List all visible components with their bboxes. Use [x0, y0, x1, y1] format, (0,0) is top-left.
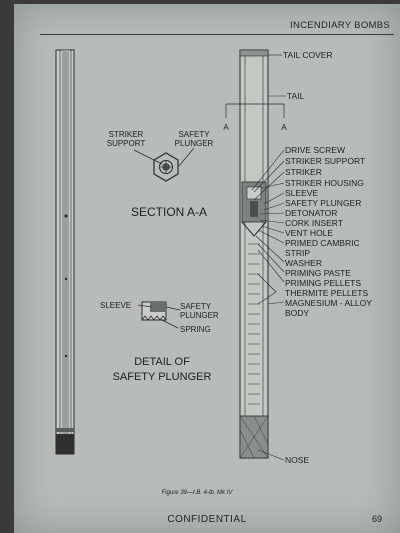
- section-a-a-title: SECTION A-A: [131, 205, 207, 219]
- callout-striker: STRIKER: [285, 167, 322, 177]
- detail-spring-label: SPRING: [180, 325, 211, 334]
- callout-tail-cover: TAIL COVER: [283, 50, 333, 60]
- callout-drive-screw: DRIVE SCREW: [285, 145, 345, 155]
- detail-title-line2: SAFETY PLUNGER: [113, 371, 212, 383]
- callout-sleeve: SLEEVE: [285, 188, 318, 198]
- technical-drawing: STRIKER SUPPORT SAFETY PLUNGER SECTION A…: [55, 49, 372, 496]
- main-sectional-view: A A: [223, 49, 287, 461]
- section-marker-left: A: [223, 123, 229, 132]
- callout-primed-cambric: PRIMED CAMBRIC: [285, 238, 360, 248]
- callout-strip: STRIP: [285, 248, 310, 258]
- detail-safety-plunger-label-line1: SAFETY: [180, 302, 212, 311]
- detail-title-line1: DETAIL OF: [134, 356, 190, 368]
- callout-magnesium-alloy: MAGNESIUM - ALLOY: [285, 298, 372, 308]
- callout-nose: NOSE: [285, 455, 309, 465]
- callout-priming-pellets: PRIMING PELLETS: [285, 278, 361, 288]
- section-a-a-view: STRIKER SUPPORT SAFETY PLUNGER SECTION A…: [107, 130, 214, 219]
- callout-labels: TAIL COVER TAIL DRIVE SCREW STRIKER SUPP…: [283, 50, 372, 465]
- callout-striker-housing: STRIKER HOUSING: [285, 178, 364, 188]
- callout-detonator: DETONATOR: [285, 208, 337, 218]
- document-page: INCENDIARY BOMBS STRIKER SUPPORT SAFE: [14, 4, 400, 533]
- section-striker-support-label-line1: STRIKER: [109, 130, 144, 139]
- exterior-view: [55, 49, 75, 455]
- callout-cork-insert: CORK INSERT: [285, 218, 343, 228]
- callout-tail: TAIL: [287, 91, 305, 101]
- callout-vent-hole: VENT HOLE: [285, 228, 333, 238]
- page-number: 69: [371, 514, 382, 524]
- callout-striker-support: STRIKER SUPPORT: [285, 156, 365, 166]
- figure-caption: Figure 39—I.B. 4-lb. Mk IV: [162, 490, 234, 496]
- callout-washer: WASHER: [285, 258, 322, 268]
- section-striker-support-label-line2: SUPPORT: [107, 139, 146, 148]
- section-safety-plunger-label-line1: SAFETY: [178, 130, 210, 139]
- detail-safety-plunger-label-line2: PLUNGER: [180, 311, 219, 320]
- callout-body: BODY: [285, 308, 309, 318]
- callout-priming-paste: PRIMING PASTE: [285, 268, 351, 278]
- callout-thermite-pellets: THERMITE PELLETS: [285, 288, 368, 298]
- detail-safety-plunger-view: SLEEVE SAFETY PLUNGER SPRING DETAIL OF S…: [100, 301, 219, 383]
- detail-sleeve-label: SLEEVE: [100, 301, 131, 310]
- callout-safety-plunger: SAFETY PLUNGER: [285, 198, 361, 208]
- classification-marking: CONFIDENTIAL: [167, 514, 247, 525]
- header-rule: [40, 34, 394, 35]
- pellet-stack: [248, 243, 260, 405]
- section-header: INCENDIARY BOMBS: [290, 20, 390, 31]
- section-safety-plunger-label-line2: PLUNGER: [175, 139, 214, 148]
- section-marker-right: A: [281, 123, 287, 132]
